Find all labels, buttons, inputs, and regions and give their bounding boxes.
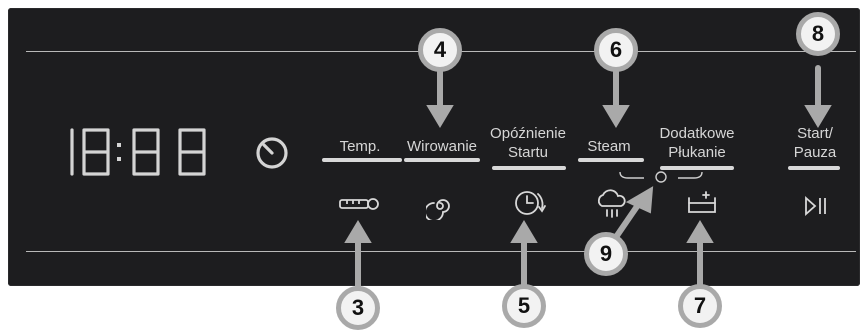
delay-label-line2: Startu	[507, 144, 549, 161]
steam-label: Steam	[587, 138, 631, 155]
callout-9: 9	[584, 232, 628, 276]
play-pause-icon[interactable]	[804, 196, 830, 216]
display-digit-2	[82, 128, 110, 176]
callout-8: 8	[796, 12, 840, 56]
tub-plus-icon[interactable]	[686, 190, 718, 218]
delay-label-line1: Opóźnienie	[490, 125, 566, 142]
steam-cloud-icon[interactable]	[594, 188, 630, 220]
display-digit-4	[178, 128, 206, 176]
display-colon	[117, 143, 121, 161]
start-label-line2: Pauza	[793, 144, 837, 161]
temp-label: Temp.	[339, 138, 381, 155]
start-label: Start/ Pauza	[794, 124, 837, 162]
delay-label: Opóźnienie Startu	[490, 124, 566, 162]
rinse-button[interactable]	[660, 166, 734, 170]
callout-5: 5	[502, 284, 546, 328]
start-button[interactable]	[788, 166, 840, 170]
start-label-line1: Start/	[797, 125, 833, 142]
callout-6: 6	[594, 28, 638, 72]
callout-3: 3	[336, 286, 380, 330]
digital-display	[70, 128, 288, 176]
bottom-divider	[26, 251, 856, 252]
temp-button[interactable]	[322, 158, 402, 162]
callout-7: 7	[678, 284, 722, 328]
child-lock-indicator	[619, 171, 703, 183]
rinse-label-line1: Dodatkowe	[659, 125, 735, 142]
timer-icon	[256, 137, 288, 169]
display-digit-3	[132, 128, 160, 176]
spin-label: Wirowanie	[406, 138, 478, 155]
steam-button[interactable]	[578, 158, 644, 162]
rinse-label: Dodatkowe Płukanie	[659, 124, 734, 162]
rinse-label-line2: Płukanie	[668, 144, 726, 161]
delay-button[interactable]	[492, 166, 566, 170]
thermometer-icon[interactable]	[338, 196, 382, 212]
clock-delay-icon[interactable]	[512, 186, 548, 220]
callout-4: 4	[418, 28, 462, 72]
spiral-icon[interactable]	[426, 192, 454, 220]
spin-button[interactable]	[404, 158, 480, 162]
